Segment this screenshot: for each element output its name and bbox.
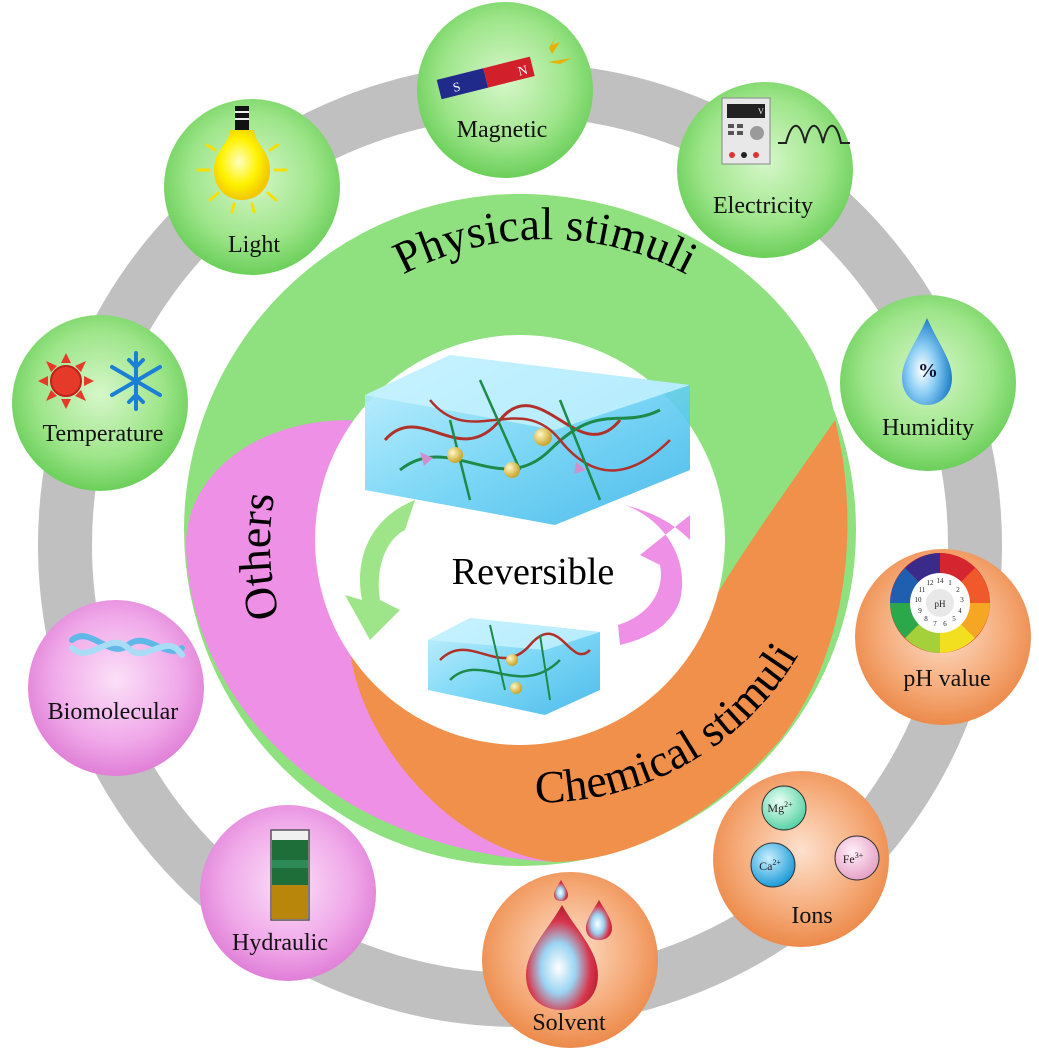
- svg-text:1: 1: [948, 579, 952, 587]
- hydraulic-label: Hydraulic: [232, 930, 328, 956]
- stimulus-hydraulic: Hydraulic: [200, 805, 376, 981]
- magnetic-label: Magnetic: [457, 117, 548, 143]
- svg-text:V: V: [758, 107, 764, 116]
- water-drop-percent-icon: [902, 318, 952, 405]
- svg-text:7: 7: [933, 620, 937, 628]
- stimulus-ions: Mg2+ Ca2+ Fe3+ Ions: [713, 771, 889, 947]
- humidity-label: Humidity: [882, 415, 974, 441]
- svg-text:4: 4: [958, 607, 962, 615]
- biomolecular-label: Biomolecular: [48, 699, 179, 725]
- center-label: Reversible: [452, 551, 615, 593]
- cycle-arrow-right-icon: [618, 505, 690, 645]
- ions-label: Ions: [791, 903, 832, 929]
- svg-text:Fe3+: Fe3+: [843, 851, 864, 866]
- svg-text:S: S: [451, 79, 462, 95]
- svg-text:9: 9: [918, 607, 922, 615]
- svg-text:8: 8: [924, 615, 928, 623]
- sun-snowflake-icon: [38, 351, 162, 411]
- others-label: Others: [229, 489, 289, 625]
- svg-text:2: 2: [956, 586, 960, 594]
- svg-text:10: 10: [915, 596, 923, 604]
- light-label: Light: [228, 232, 280, 258]
- hydrogel-expanded-icon: [365, 355, 690, 525]
- stimulus-biomolecular: Biomolecular: [28, 600, 204, 776]
- svg-text:6: 6: [943, 620, 947, 628]
- power-supply-icon: V: [721, 97, 771, 165]
- ph-color-wheel-icon: pH 14 1 2 3 4 5 6 7 8 9 10 11 12: [890, 553, 990, 653]
- light-bulb-icon: [196, 106, 288, 214]
- svg-text:11: 11: [919, 586, 926, 594]
- cycle-arrow-left-icon: [345, 500, 415, 640]
- hydrogel-contracted-icon: [428, 618, 600, 715]
- svg-text:N: N: [516, 62, 529, 79]
- svg-text:14: 14: [937, 577, 945, 585]
- waveform-icon: [778, 124, 850, 144]
- magnet-icon: S N: [436, 56, 535, 100]
- svg-text:Ca2+: Ca2+: [759, 858, 781, 873]
- stimulus-light: Light: [164, 99, 340, 275]
- stimulus-electricity: V Electricity: [677, 82, 853, 258]
- temperature-label: Temperature: [43, 421, 164, 447]
- svg-text:5: 5: [952, 615, 956, 623]
- svg-text:3: 3: [960, 596, 964, 604]
- svg-text:Mg2+: Mg2+: [767, 800, 793, 815]
- stimulus-temperature: Temperature: [12, 315, 188, 491]
- liquid-glass-icon: [270, 829, 310, 921]
- solvent-label: Solvent: [532, 1010, 606, 1036]
- solvent-drops-icon: [526, 880, 612, 1010]
- svg-text:pH: pH: [935, 599, 947, 609]
- ion-spheres-icon: Mg2+ Ca2+ Fe3+: [750, 785, 880, 888]
- stimulus-humidity: % Humidity: [840, 295, 1016, 471]
- ph-label: pH value: [903, 666, 990, 692]
- stimulus-magnetic: S N Magnetic: [417, 2, 593, 178]
- stimulus-solvent: Solvent: [482, 872, 658, 1048]
- stimulus-ph: pH 14 1 2 3 4 5 6 7 8 9 10 11 12 pH valu…: [855, 549, 1031, 725]
- dna-icon: [69, 633, 185, 658]
- svg-text:12: 12: [927, 579, 935, 587]
- electricity-label: Electricity: [713, 193, 813, 219]
- svg-text:%: %: [918, 360, 938, 382]
